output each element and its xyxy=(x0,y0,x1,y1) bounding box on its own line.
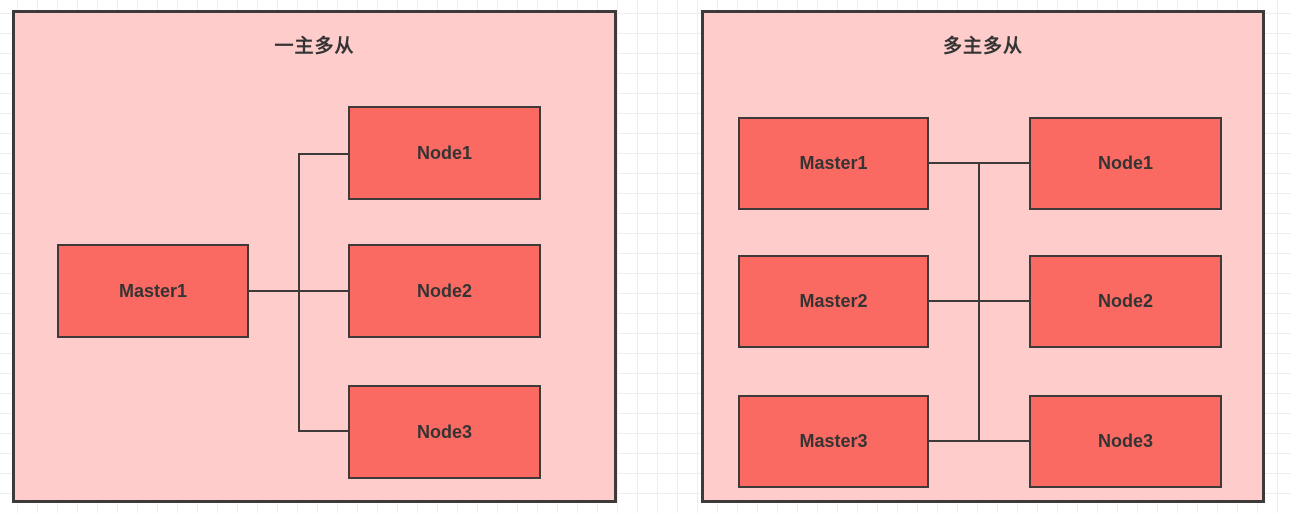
connector-trunk-to-node3 xyxy=(299,430,348,432)
node-label: Node3 xyxy=(416,421,472,442)
node-box-right-node2: Node2 xyxy=(1029,255,1222,348)
node-box-left-node2: Node2 xyxy=(348,244,541,338)
node-box-right-master3: Master3 xyxy=(738,395,929,488)
node-label: Node1 xyxy=(416,142,472,163)
node-label: Master2 xyxy=(799,291,868,311)
node-label: Node1 xyxy=(1097,153,1153,173)
node-box-right-master1: Master1 xyxy=(738,117,929,210)
node-label: Node2 xyxy=(1097,291,1153,311)
connector-trunk-right-panel xyxy=(978,162,980,442)
node-label: Master1 xyxy=(799,153,868,173)
node-box-right-node3: Node3 xyxy=(1029,395,1222,488)
panel-title-one-master: 一主多从 xyxy=(274,36,355,57)
node-box-left-master1: Master1 xyxy=(57,244,249,338)
node-label: Master3 xyxy=(799,431,868,451)
node-box-right-node1: Node1 xyxy=(1029,117,1222,210)
node-label: Node2 xyxy=(416,280,472,301)
node-label: Master1 xyxy=(118,280,188,301)
node-label: Node3 xyxy=(1097,431,1153,451)
node-box-left-node1: Node1 xyxy=(348,106,541,200)
connector-trunk-left-panel xyxy=(298,153,300,432)
panel-title-many-masters: 多主多从 xyxy=(942,36,1023,57)
connector-trunk-to-node1 xyxy=(299,153,348,155)
node-box-left-node3: Node3 xyxy=(348,385,541,479)
node-box-right-master2: Master2 xyxy=(738,255,929,348)
